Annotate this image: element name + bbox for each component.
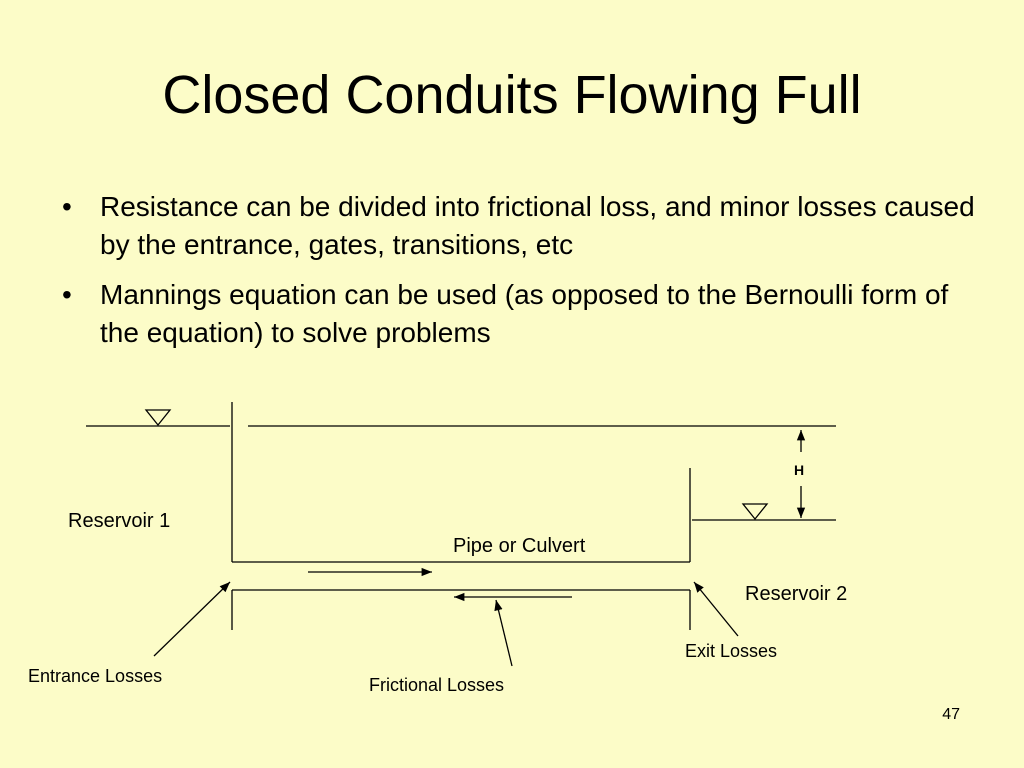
pipe-label: Pipe or Culvert xyxy=(453,535,586,557)
frictional-losses-leader xyxy=(494,599,513,667)
water-level-symbol xyxy=(144,409,172,427)
frictional-losses-label: Frictional Losses xyxy=(369,675,505,695)
slide-title: Closed Conduits Flowing Full xyxy=(162,65,862,125)
water-level-symbol xyxy=(741,503,769,521)
bullet-item: Mannings equation can be used (as oppose… xyxy=(60,276,980,352)
entrance-losses-leader xyxy=(153,581,231,657)
bullet-item: Resistance can be divided into frictiona… xyxy=(60,188,980,264)
bullet-list: Resistance can be divided into frictiona… xyxy=(60,188,980,364)
head-label: H xyxy=(794,462,805,478)
reservoir-2-label: Reservoir 2 xyxy=(745,583,848,605)
reservoir-1-label: Reservoir 1 xyxy=(68,510,171,532)
exit-losses-label: Exit Losses xyxy=(685,641,778,661)
entrance-losses-label: Entrance Losses xyxy=(28,666,163,686)
page-number: 47 xyxy=(942,706,960,723)
exit-losses-leader xyxy=(693,581,739,637)
